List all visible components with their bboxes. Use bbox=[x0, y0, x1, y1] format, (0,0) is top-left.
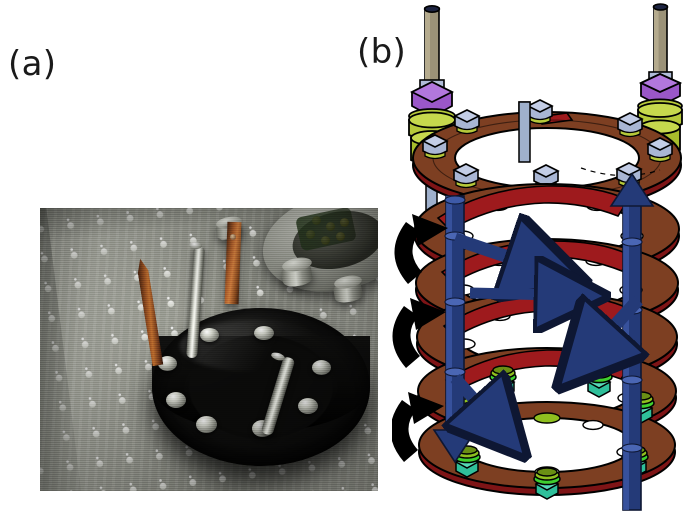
center-support-post bbox=[518, 101, 531, 163]
panel-a-photograph bbox=[40, 208, 378, 491]
panel-label-a: (a) bbox=[8, 44, 57, 84]
current-arrow-diagonal-lower-left bbox=[455, 378, 490, 417]
current-arrow-plate-lower bbox=[469, 293, 558, 295]
circulation-arrow-middle bbox=[392, 298, 446, 368]
coil-rim-bolt bbox=[312, 360, 331, 375]
current-arrow-diagonal-right bbox=[597, 300, 638, 345]
photo-grain bbox=[40, 208, 378, 491]
coil-rim-bolt bbox=[200, 328, 219, 342]
coil-rim-bolt bbox=[298, 398, 318, 414]
coil-rim-bolt bbox=[254, 326, 274, 340]
coil-rim-bolt bbox=[196, 416, 217, 433]
photo-vignette bbox=[40, 208, 378, 491]
circulation-arrow-bottom bbox=[392, 392, 444, 462]
panel-label-b: (b) bbox=[357, 32, 407, 72]
panel-b-cad-model bbox=[392, 0, 700, 525]
cad-drawing bbox=[392, 3, 683, 511]
coil-rim-bolt bbox=[158, 356, 177, 371]
coil-rim-bolt bbox=[166, 392, 186, 408]
circulation-arrow-top bbox=[394, 214, 448, 284]
copper-tab-hole bbox=[230, 234, 236, 240]
current-arrow-plate-upper bbox=[452, 239, 532, 265]
